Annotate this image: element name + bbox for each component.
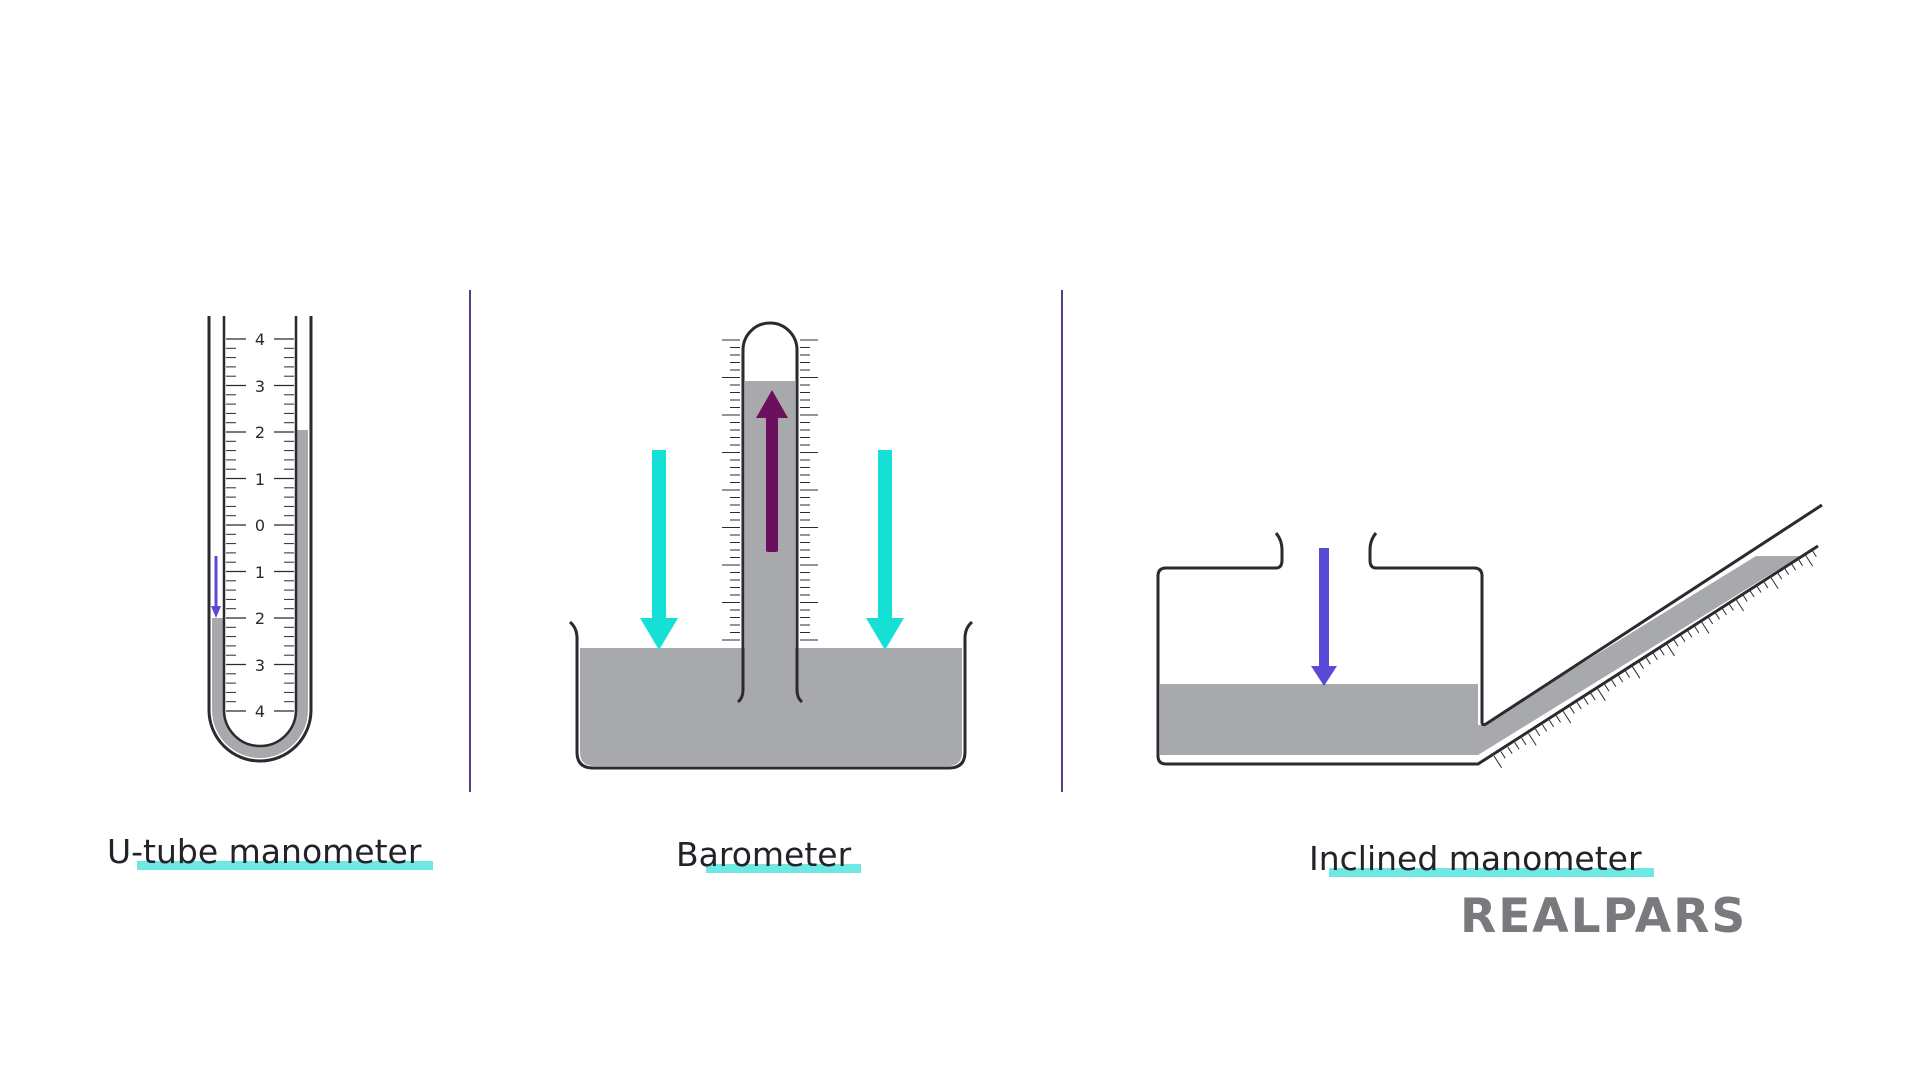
scale-tick: [1714, 612, 1720, 620]
scale-tick: [1638, 661, 1644, 669]
caption-barometer-text: Barometer: [676, 835, 852, 874]
scale-tick: [1500, 751, 1506, 759]
scale-tick: [1507, 746, 1513, 755]
scale-tick: [1535, 728, 1541, 737]
scale-tick: [1493, 755, 1503, 769]
scale-tick: [1777, 572, 1783, 580]
utube-label-5: 1: [255, 563, 265, 582]
utube-label-3: 1: [255, 470, 265, 489]
scale-tick: [1528, 733, 1537, 746]
scale-tick: [1749, 590, 1755, 598]
scale-tick: [1541, 724, 1548, 732]
utube-scale-labels: 4 3 2 1 0 1 2 3 4: [255, 330, 265, 721]
scale-tick: [1590, 693, 1596, 701]
inclined-reservoir: [1156, 532, 1819, 766]
scale-tick: [1645, 657, 1651, 665]
utube-label-8: 4: [255, 702, 265, 721]
utube-label-1: 3: [255, 377, 265, 396]
scale-tick: [1673, 639, 1679, 647]
barometer: [568, 321, 974, 770]
utube-manometer: 4 3 2 1 0 1 2 3 4: [207, 316, 313, 763]
barometer-tube: [737, 321, 803, 704]
utube-fluid: [212, 430, 308, 758]
scale-tick: [1756, 585, 1762, 593]
scale-tick: [1735, 598, 1744, 612]
caption-utube-text: U-tube manometer: [107, 832, 422, 871]
scale-tick: [1694, 625, 1700, 634]
scale-tick: [1597, 688, 1606, 701]
scale-tick: [1618, 675, 1624, 683]
utube-scale-ticks: [226, 338, 294, 712]
inclined-reservoir-fluid: [1160, 556, 1800, 755]
scale-tick: [1700, 621, 1710, 634]
utube-label-2: 2: [255, 423, 265, 442]
scale-tick: [1548, 719, 1555, 728]
scale-tick: [1783, 567, 1790, 575]
utube-label-0: 4: [255, 330, 265, 349]
scale-tick: [1555, 715, 1561, 723]
inclined-scale-ticks: [1493, 549, 1817, 769]
scale-tick: [1624, 670, 1631, 678]
scale-tick: [1659, 648, 1665, 656]
scale-tick: [1521, 737, 1527, 746]
brand-logo: REALPARS: [1460, 889, 1748, 944]
down-arrow-icon: [866, 450, 904, 650]
scale-tick: [1604, 684, 1610, 692]
utube-label-6: 2: [255, 609, 265, 628]
scale-tick: [1680, 634, 1686, 643]
scale-tick: [1707, 616, 1714, 625]
caption-barometer: Barometer: [676, 835, 861, 874]
barometer-scale-ticks: [722, 339, 818, 641]
inclined-reservoir-right: [1368, 503, 1823, 727]
scale-tick: [1742, 594, 1748, 602]
utube-inner-wall: [222, 316, 298, 748]
down-arrow-icon: [211, 556, 221, 618]
scale-tick: [1790, 563, 1797, 571]
caption-utube-manometer: U-tube manometer: [107, 832, 433, 871]
caption-inclined-text: Inclined manometer: [1309, 839, 1642, 878]
scale-tick: [1770, 576, 1779, 589]
barometer-dish: [568, 620, 974, 770]
scale-tick: [1804, 554, 1814, 567]
scale-tick: [1569, 706, 1575, 714]
scale-tick: [1652, 652, 1658, 660]
scale-tick: [1721, 607, 1727, 616]
down-arrow-icon: [1311, 548, 1337, 686]
caption-inclined-manometer: Inclined manometer: [1309, 839, 1654, 878]
inclined-manometer: [1156, 503, 1823, 769]
scale-tick: [1797, 558, 1803, 566]
scale-tick: [1687, 630, 1693, 638]
utube-outer-wall: [207, 316, 313, 763]
scale-tick: [1576, 701, 1582, 710]
utube-label-4: 0: [255, 516, 265, 535]
scale-tick: [1562, 710, 1572, 724]
barometer-dish-fluid: [580, 648, 962, 766]
scale-tick: [1763, 581, 1769, 589]
scale-tick: [1611, 679, 1617, 687]
down-arrow-icon: [640, 450, 678, 650]
scale-tick: [1728, 603, 1734, 611]
scale-tick: [1583, 697, 1589, 705]
up-arrow-icon: [756, 390, 788, 552]
scale-tick: [1666, 643, 1675, 657]
scale-tick: [1631, 666, 1641, 679]
scale-tick: [1811, 549, 1817, 557]
scale-tick: [1514, 742, 1520, 750]
utube-label-7: 3: [255, 656, 265, 675]
